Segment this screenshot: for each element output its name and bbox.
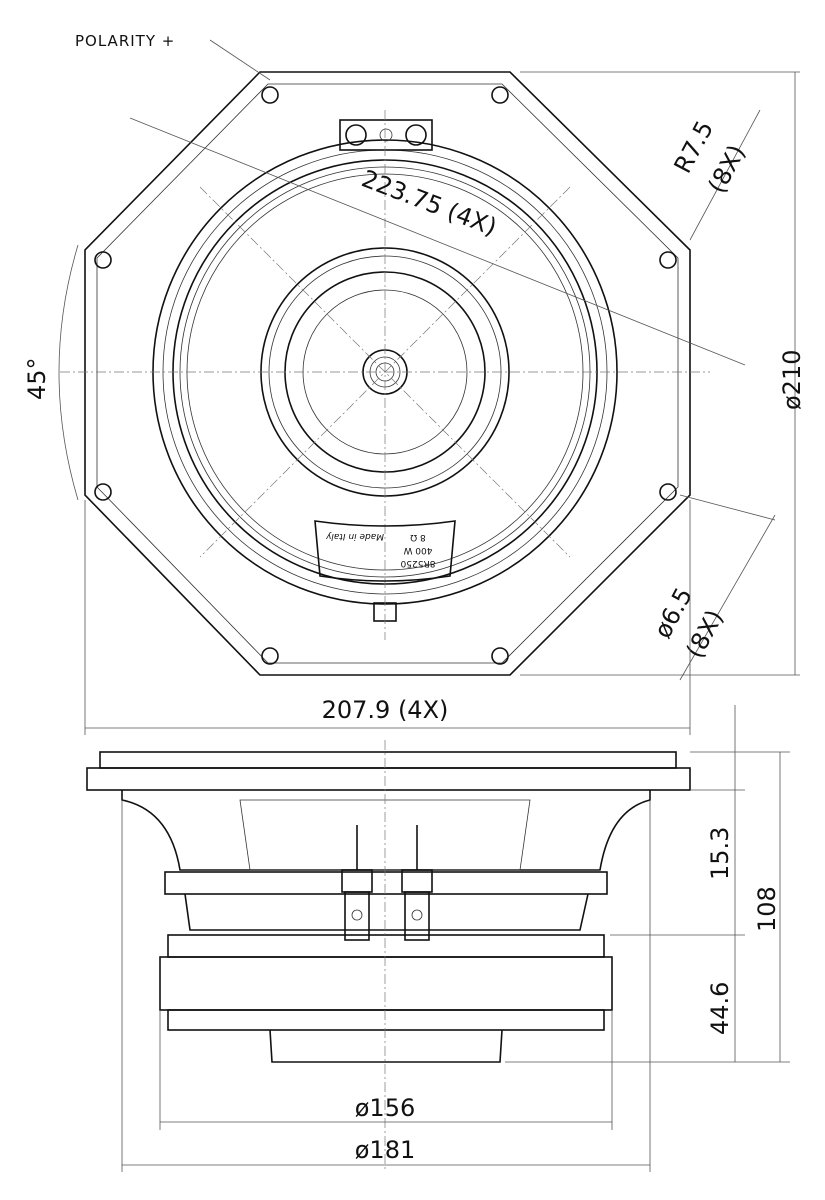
label-power: 400 W [403,545,432,555]
polarity-label: POLARITY + [75,32,175,50]
dim-223-75: 223.75 (4X) [358,164,501,241]
top-plate [167,934,605,958]
terminals [341,825,433,941]
gasket [99,751,677,769]
front-view-dimensions: POLARITY + 223.75 (4X) R7.5 (8X) ø210 45… [23,32,806,735]
magnet [159,956,613,1011]
back-plate [167,1009,605,1031]
dim-108: 108 [753,886,781,932]
side-view [86,740,691,1170]
flange [86,767,691,791]
label-origin: Made in Italy [325,531,384,541]
dim-207-9: 207.9 (4X) [322,696,449,724]
label-impedance: 8 Ω [410,532,426,542]
dim-r7-5-count: (8X) [703,140,751,198]
dim-44-6: 44.6 [706,982,734,1035]
front-view: 8R5250 400 W 8 Ω Made in Italy [60,71,710,676]
dim-15-3: 15.3 [706,827,734,880]
octagon-inner-frame [96,83,679,664]
side-view-dimensions: 15.3 108 44.6 ø156 ø181 [121,705,790,1172]
mounting-holes [94,86,677,665]
dim-181: ø181 [355,1136,416,1164]
octagon-frame [84,71,691,676]
dim-45-deg: 45° [23,357,51,400]
dim-210: ø210 [778,350,806,411]
dim-156: ø156 [355,1094,416,1122]
terminal-block [339,119,433,151]
basket [121,790,651,871]
label-model: 8R5250 [400,558,435,568]
product-label: 8R5250 400 W 8 Ω Made in Italy [314,520,456,582]
pole-piece [269,1029,503,1063]
basket-ring [164,871,608,895]
